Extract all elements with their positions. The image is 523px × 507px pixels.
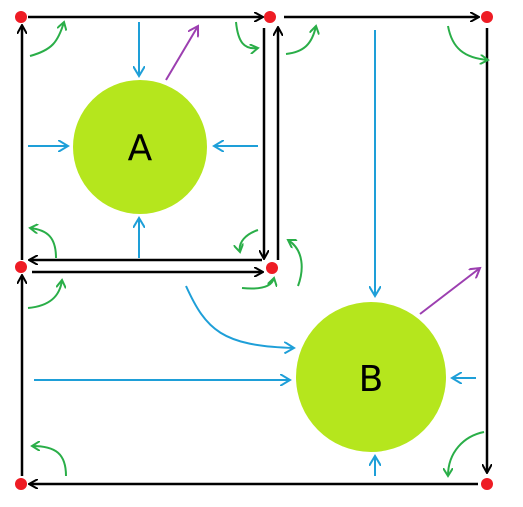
region-b-circle [296, 302, 446, 452]
vertex-middle-left [15, 261, 27, 273]
curl-arrow [235, 21, 258, 48]
curl-arrow [32, 446, 67, 477]
curl-arrow [29, 22, 64, 57]
vertex-top-right [481, 11, 493, 23]
curl-arrow [447, 25, 488, 60]
curl-arrow [285, 26, 316, 55]
inflow-arrows [28, 22, 476, 476]
vertex-bottom-left [15, 478, 27, 490]
curl-arrow [27, 280, 62, 309]
drift-arrow [165, 26, 198, 81]
region-b: B [296, 302, 446, 452]
inflow-arrow [185, 285, 294, 348]
curl-arrow [448, 431, 485, 476]
vertex-center [266, 262, 278, 274]
region-a-circle [73, 80, 207, 214]
curl-arrow [288, 240, 303, 287]
region-b-label: B [359, 359, 384, 400]
edges [22, 17, 487, 484]
vertex-top-middle [264, 11, 276, 23]
curl-arrow [241, 278, 274, 290]
curl-arrow [240, 229, 259, 252]
vertex-top-left [15, 11, 27, 23]
drift-arrows [165, 26, 480, 315]
vertex-bottom-right [481, 478, 493, 490]
region-a-label: A [128, 128, 153, 169]
curl-arrows [27, 21, 488, 477]
region-a: A [73, 80, 207, 214]
vertices [15, 11, 493, 490]
drift-arrow [419, 268, 480, 315]
curl-arrow [30, 228, 57, 259]
